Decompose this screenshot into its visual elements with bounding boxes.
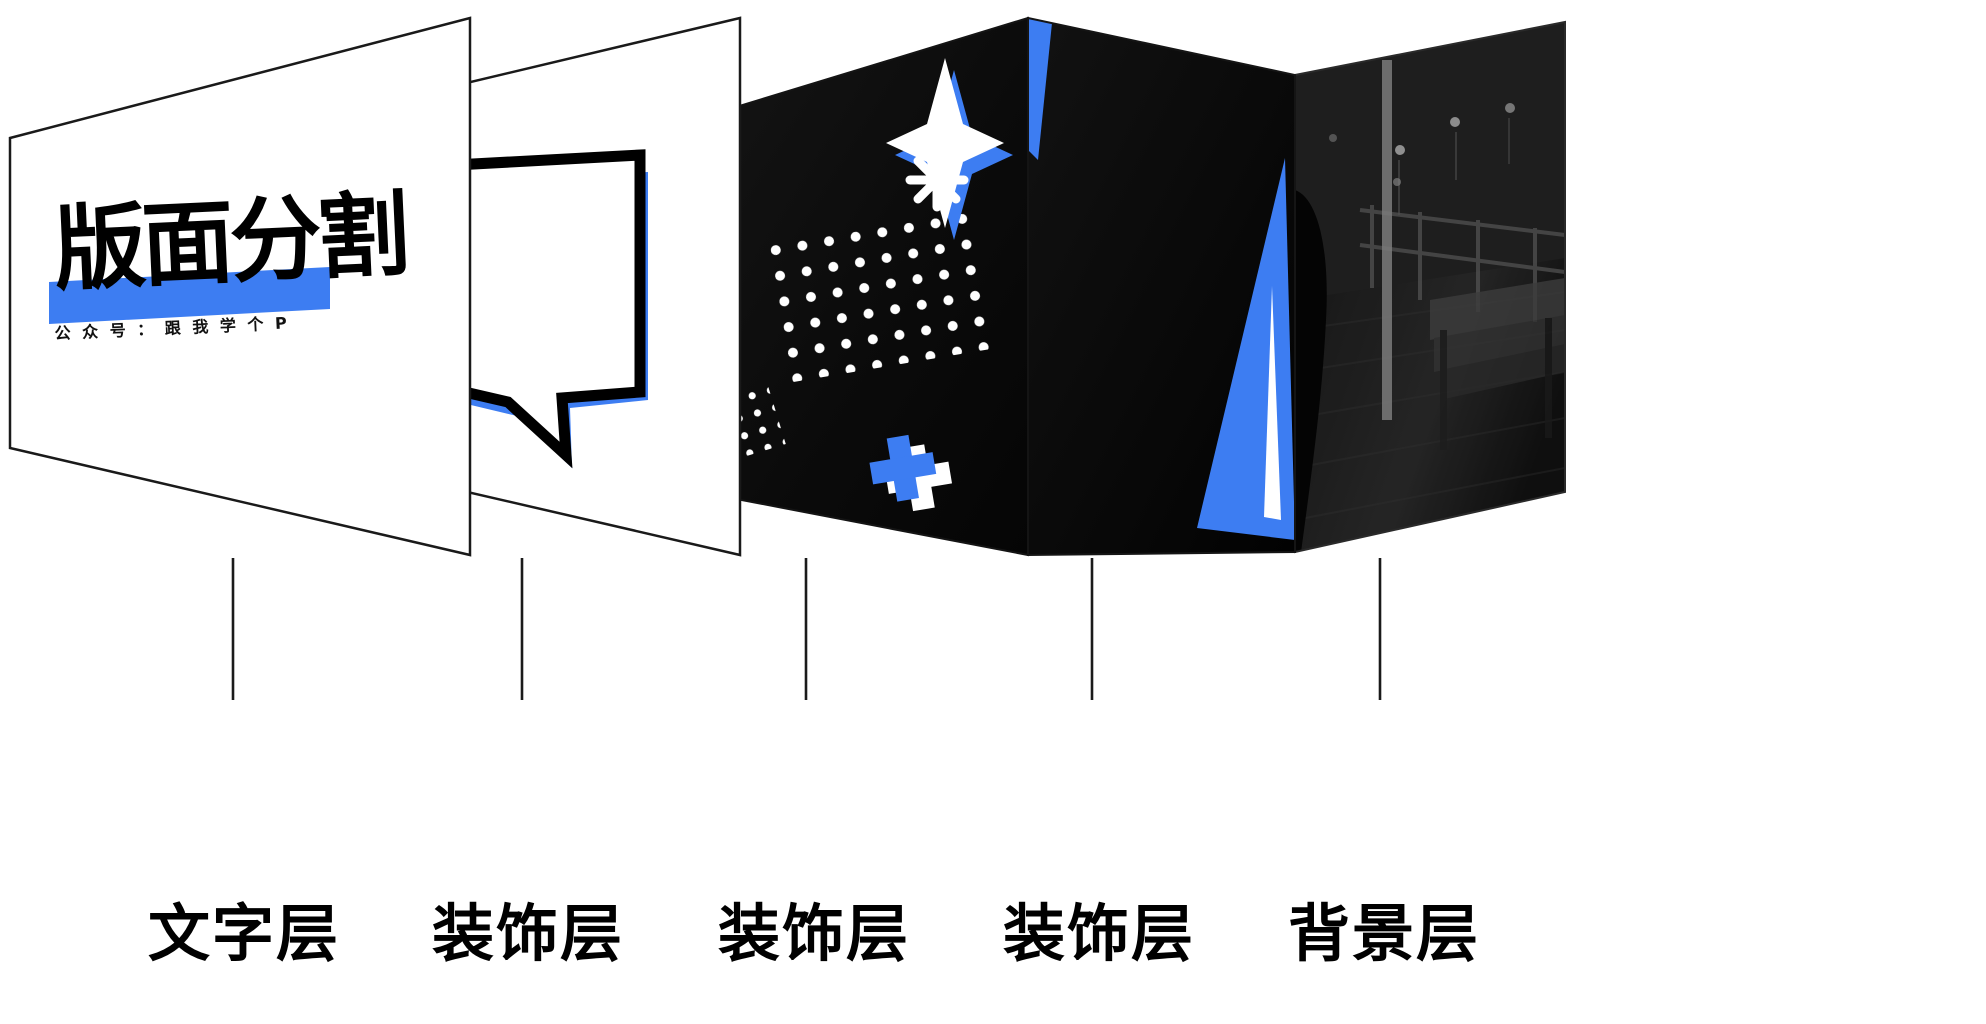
four-point-star [886, 58, 1013, 240]
panel-decoration-layer-3[interactable] [1027, 16, 1296, 557]
poster-text [49, 267, 330, 324]
panel-background-layer[interactable] [1294, 0, 1575, 600]
layer-label-row: 文字层 装饰层 装饰层 装饰层 背景层 [0, 880, 1986, 1000]
layer-label-deco-3: 装饰层 [1003, 897, 1196, 970]
poster-title: 版面分割 [51, 181, 409, 304]
layer-label-background: 背景层 [1288, 897, 1481, 970]
panel-decoration-layer-2[interactable] [560, 16, 1029, 557]
layer-label-deco-1: 装饰层 [432, 897, 625, 970]
title-underline [49, 267, 330, 324]
layer-label-text-layer: 文字层 [148, 897, 341, 970]
poster-title-wrap: 版面分割 [51, 181, 477, 315]
connector-lines [231, 558, 1382, 700]
dot-grid [770, 211, 1002, 383]
plus-cross [869, 434, 953, 512]
layer-label-deco-2: 装饰层 [718, 897, 911, 970]
sparkle-burst [905, 148, 969, 212]
triangle-stripe [1264, 286, 1281, 520]
